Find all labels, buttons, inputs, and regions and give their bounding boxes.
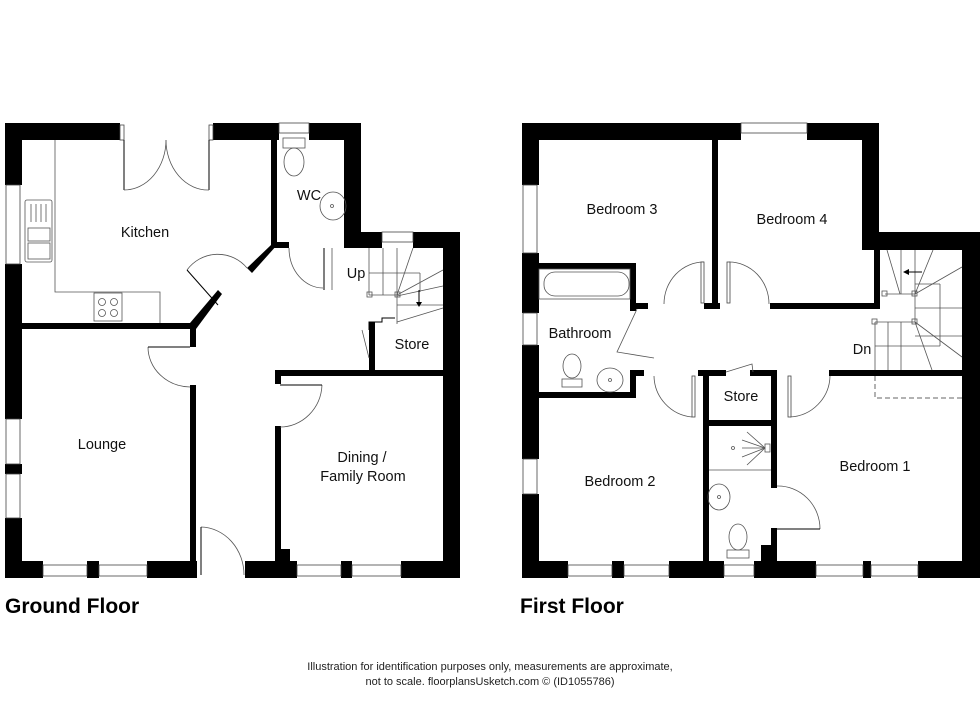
- shower-icon: [709, 431, 771, 471]
- disclaimer-line-1: Illustration for identification purposes…: [307, 661, 673, 673]
- room-label-kitchen: Kitchen: [121, 225, 169, 241]
- kitchen-sink-icon: [24, 199, 53, 263]
- bathroom-toilet-icon: [561, 353, 583, 388]
- kitchen-french-doors: [123, 139, 210, 191]
- room-label-bathroom: Bathroom: [549, 326, 612, 342]
- wc-toilet-icon: [282, 137, 306, 177]
- hob-icon: [93, 292, 123, 322]
- ground-floor-plan: Kitchen WC Up Store Lounge Dining / Fami…: [5, 122, 460, 618]
- bathroom-basin-icon: [596, 367, 624, 393]
- ensuite-toilet-icon: [726, 523, 750, 559]
- room-label-dining-line1: Dining /: [337, 450, 387, 466]
- room-label-bedroom-4: Bedroom 4: [757, 212, 828, 228]
- room-label-bedroom-3: Bedroom 3: [587, 202, 658, 218]
- disclaimer-line-2: not to scale. floorplansUsketch.com © (I…: [365, 676, 615, 688]
- first-floor-plan: Bedroom 3 Bedroom 4 Bathroom Dn Store Be…: [520, 122, 980, 618]
- staircase-up: [331, 247, 444, 324]
- room-label-store-first: Store: [724, 389, 759, 405]
- wc-basin-icon: [319, 191, 347, 221]
- staircase-down: [871, 249, 963, 371]
- room-label-store-ground: Store: [395, 337, 430, 353]
- room-label-bedroom-2: Bedroom 2: [585, 474, 656, 490]
- ground-floor-title: Ground Floor: [5, 595, 139, 618]
- room-label-lounge: Lounge: [78, 437, 126, 453]
- stairs-label-dn: Dn: [853, 342, 872, 358]
- bathtub-icon: [538, 268, 631, 300]
- stairs-label-up: Up: [347, 266, 366, 282]
- first-floor-title: First Floor: [520, 595, 624, 618]
- room-label-wc: WC: [297, 188, 321, 204]
- room-label-dining-line2: Family Room: [320, 469, 405, 485]
- ensuite-basin-icon: [707, 483, 731, 511]
- room-label-bedroom-1: Bedroom 1: [840, 459, 911, 475]
